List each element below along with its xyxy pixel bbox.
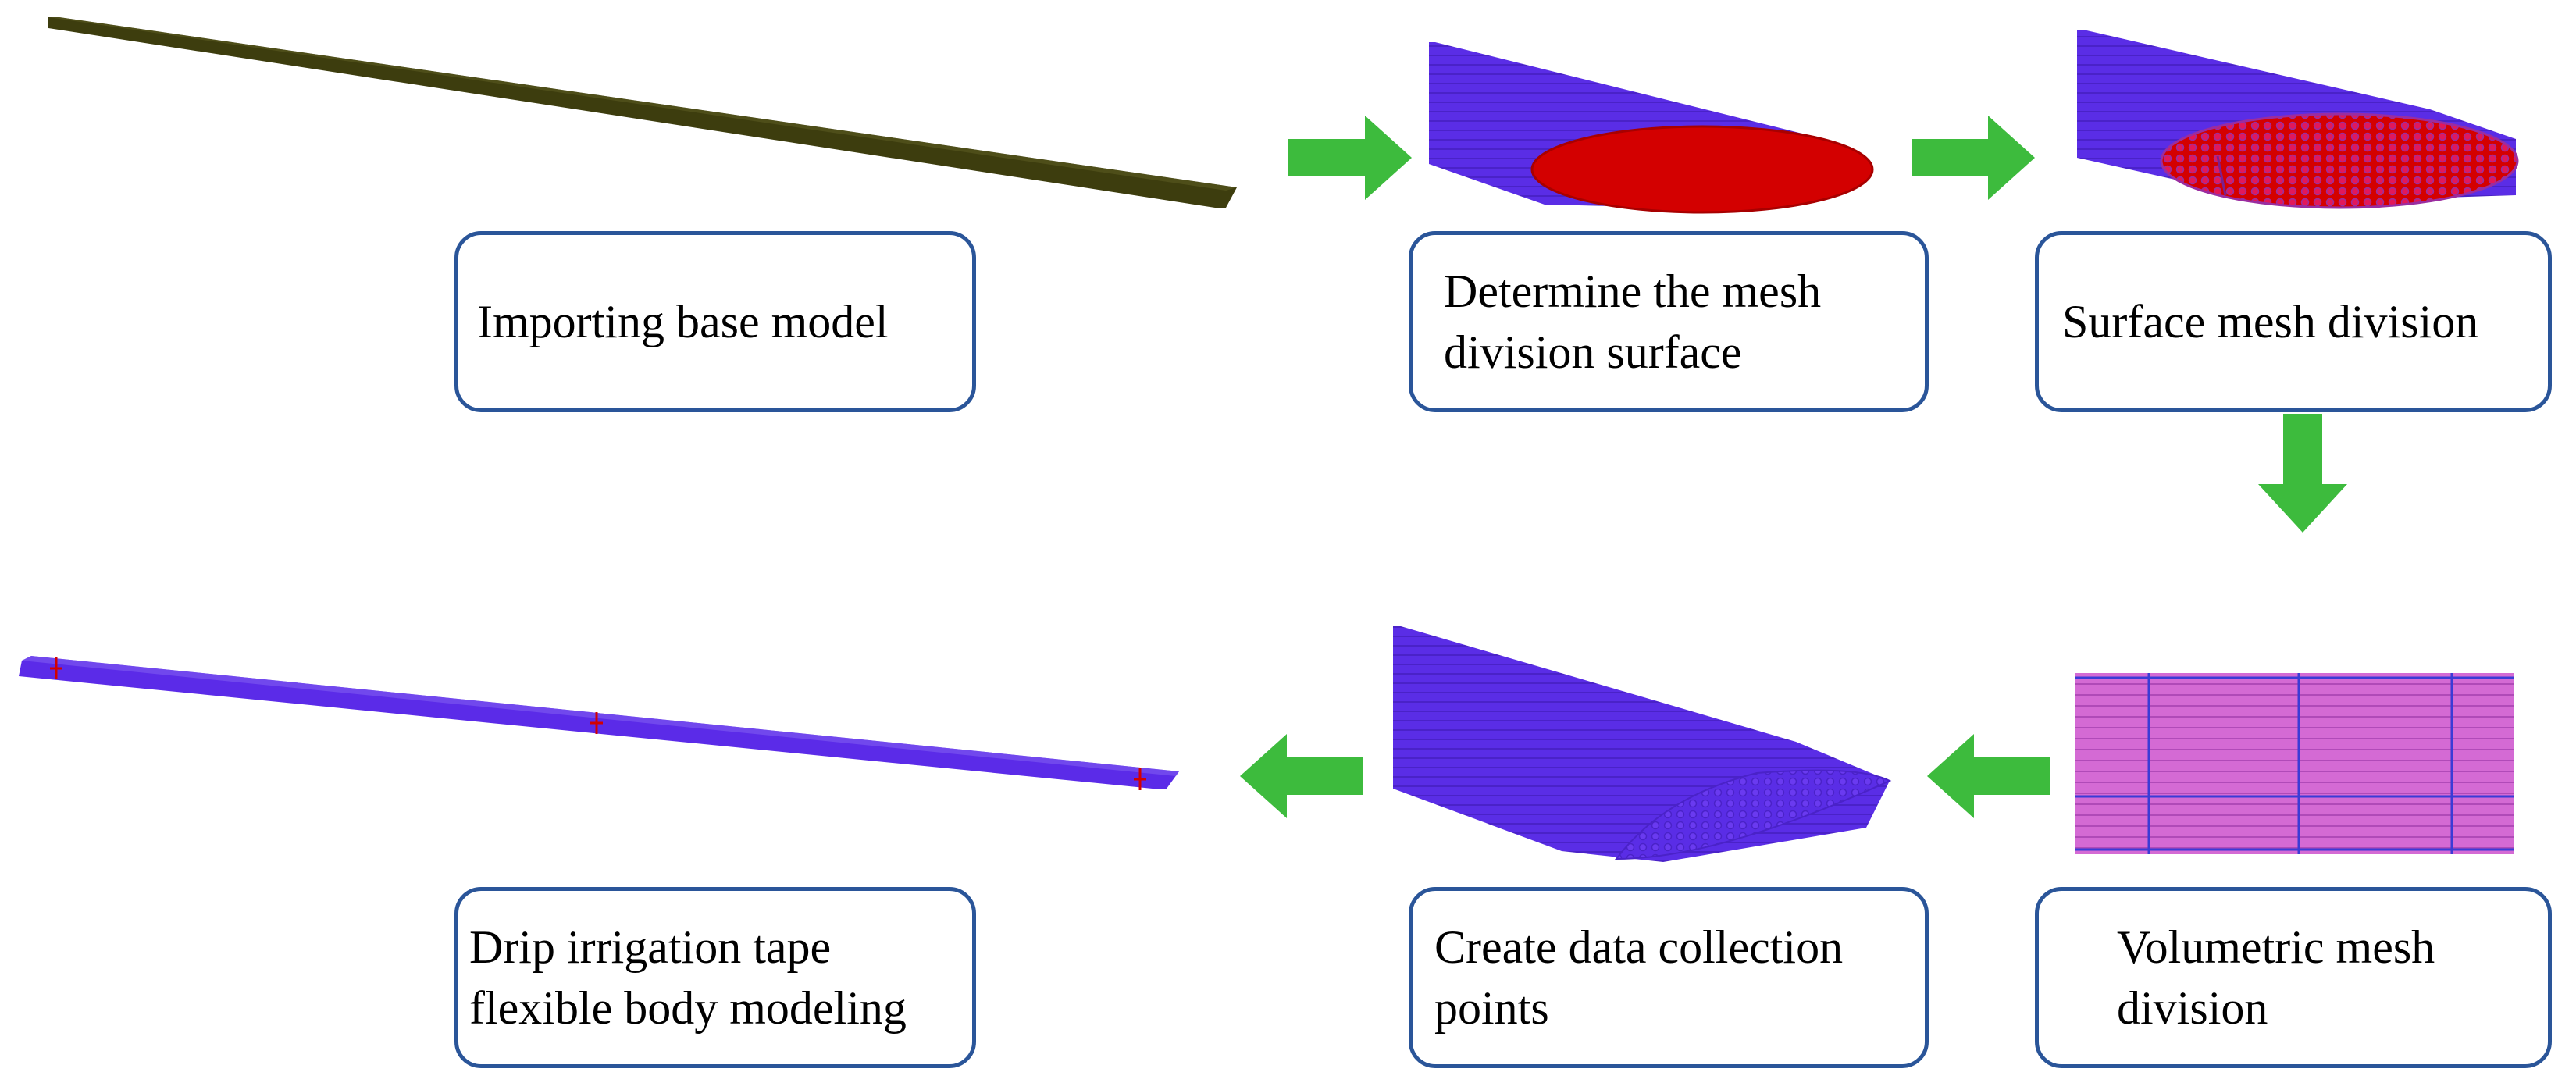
volumetric-mesh-model (2075, 673, 2514, 854)
step-label-line: flexible body modeling (469, 982, 907, 1034)
arrow-right-icon (1912, 116, 2035, 200)
marker-icon (50, 657, 62, 679)
step-label-line: points (1434, 982, 1549, 1034)
step-importing-base-model: Importing base model (454, 231, 976, 412)
step-label-line: Create data collection (1434, 921, 1844, 973)
marker-icon (1134, 768, 1146, 790)
step-flexible-body-modeling: Drip irrigation tape flexible body model… (454, 887, 976, 1068)
surface-mesh-model (2077, 30, 2519, 209)
step-label-line: Surface mesh division (2062, 296, 2479, 347)
arrow-down-icon (2258, 414, 2347, 533)
step-create-data-collection-points: Create data collection points (1409, 887, 1929, 1068)
arrow-left-icon (1240, 734, 1363, 818)
flexible-body-tape (19, 656, 1179, 790)
data-collection-model (1393, 626, 1892, 862)
step-label-line: Importing base model (477, 296, 889, 347)
step-label-line: Volumetric mesh (2117, 921, 2435, 973)
arrow-left-icon (1927, 734, 2050, 818)
mesh-surface-model (1429, 42, 1874, 214)
base-model-tape (48, 17, 1237, 208)
step-determine-mesh-surface: Determine the mesh division surface (1409, 231, 1929, 412)
step-volumetric-mesh-division: Volumetric mesh division (2035, 887, 2552, 1068)
step-surface-mesh-division: Surface mesh division (2035, 231, 2552, 412)
step-label-line: division (2117, 982, 2268, 1034)
marker-icon (590, 712, 603, 734)
arrow-right-icon (1288, 116, 1412, 200)
step-label-line: division surface (1444, 326, 1742, 378)
step-label-line: Determine the mesh (1444, 265, 1822, 317)
step-label-line: Drip irrigation tape (469, 921, 832, 973)
